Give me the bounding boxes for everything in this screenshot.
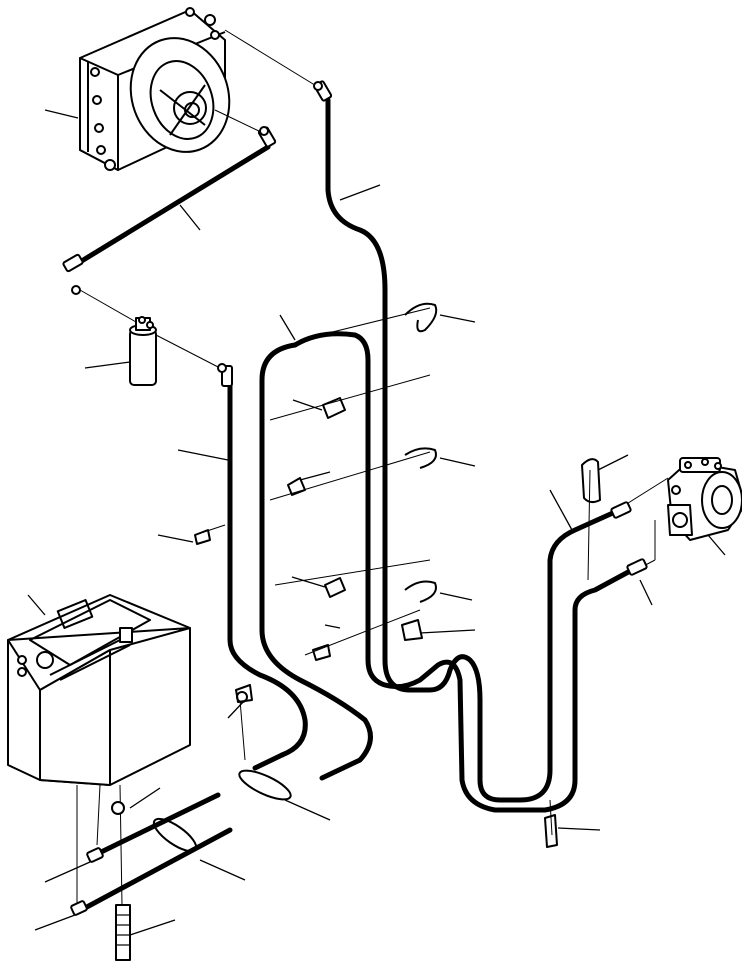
fittings <box>62 80 648 916</box>
callout-leaders <box>27 109 726 936</box>
receiver-drier-icon <box>129 316 157 386</box>
hose-clamp-icon <box>194 302 601 848</box>
compressor-icon <box>667 457 742 541</box>
connection-lines <box>76 29 669 906</box>
hoses <box>77 97 635 961</box>
sleeve-icon <box>152 769 292 853</box>
evaporator-box-icon <box>7 594 191 786</box>
condenser-fan-icon <box>79 7 231 171</box>
